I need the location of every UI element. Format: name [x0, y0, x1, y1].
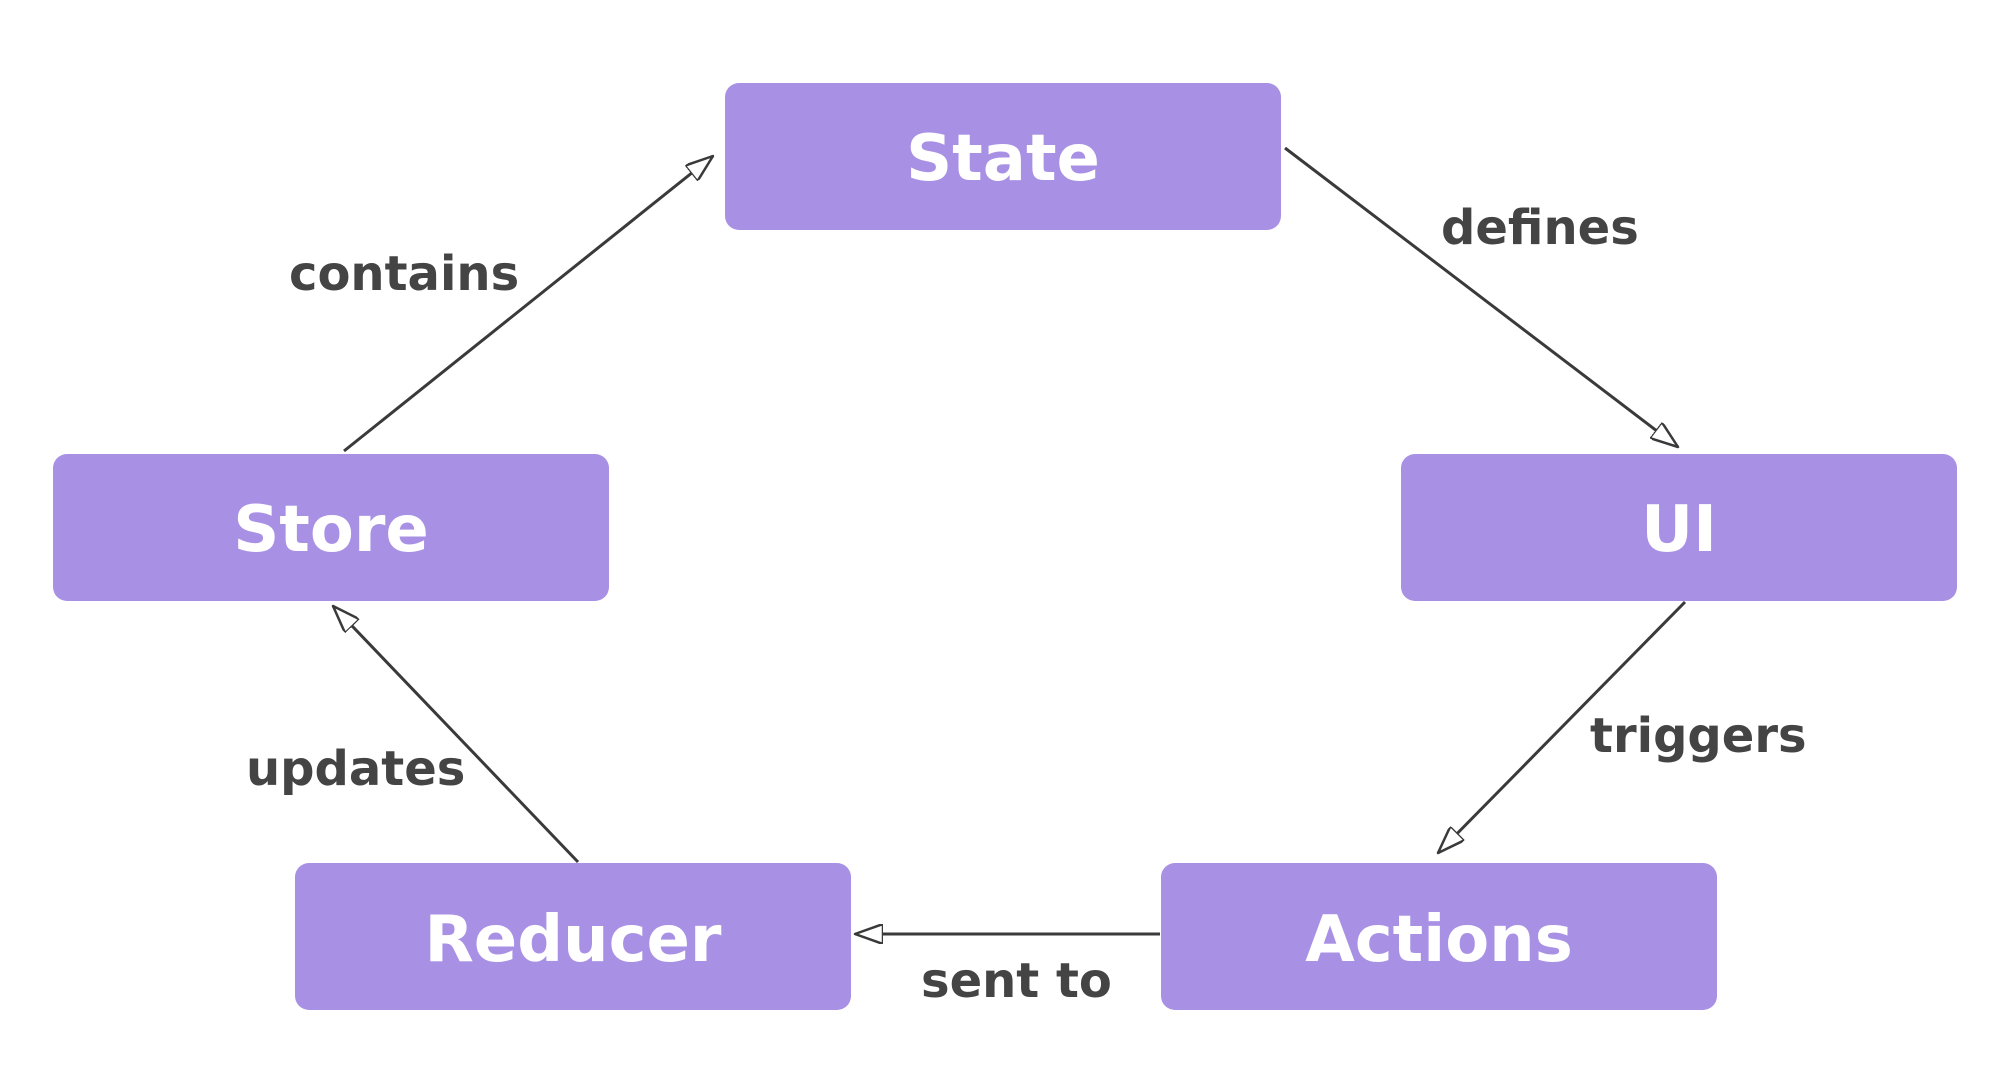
- edge-state-to-ui: defines: [1284, 146, 1678, 447]
- node-actions-label: Actions: [1305, 903, 1573, 977]
- edge-actions-to-reducer: sent to: [855, 934, 1160, 1009]
- node-reducer: Reducer: [295, 863, 851, 1010]
- node-actions-box: [1161, 863, 1717, 1010]
- edge-label-contains: contains: [289, 246, 519, 302]
- node-reducer-box: [295, 863, 851, 1010]
- edge-label-sent-to: sent to: [921, 953, 1112, 1009]
- arrow-store-to-state: [343, 156, 713, 453]
- node-store-box: [53, 454, 609, 601]
- edge-label-defines: defines: [1441, 200, 1639, 256]
- node-state-box: [725, 83, 1281, 230]
- edge-reducer-to-store: updates: [246, 606, 580, 864]
- edge-label-updates: updates: [246, 741, 465, 797]
- node-ui: UI: [1401, 454, 1957, 601]
- edge-label-triggers: triggers: [1590, 708, 1807, 764]
- node-actions: Actions: [1161, 863, 1717, 1010]
- arrow-state-to-ui: [1284, 146, 1678, 447]
- node-store-label: Store: [233, 493, 429, 567]
- node-state-label: State: [906, 122, 1100, 196]
- node-store: Store: [53, 454, 609, 601]
- node-state: State: [725, 83, 1281, 230]
- arrow-reducer-to-store: [333, 606, 580, 864]
- edge-store-to-state: contains: [289, 156, 713, 453]
- arrow-ui-to-actions: [1438, 600, 1687, 853]
- edge-ui-to-actions: triggers: [1438, 600, 1807, 853]
- node-ui-box: [1401, 454, 1957, 601]
- node-reducer-label: Reducer: [425, 903, 722, 977]
- node-ui-label: UI: [1641, 493, 1717, 567]
